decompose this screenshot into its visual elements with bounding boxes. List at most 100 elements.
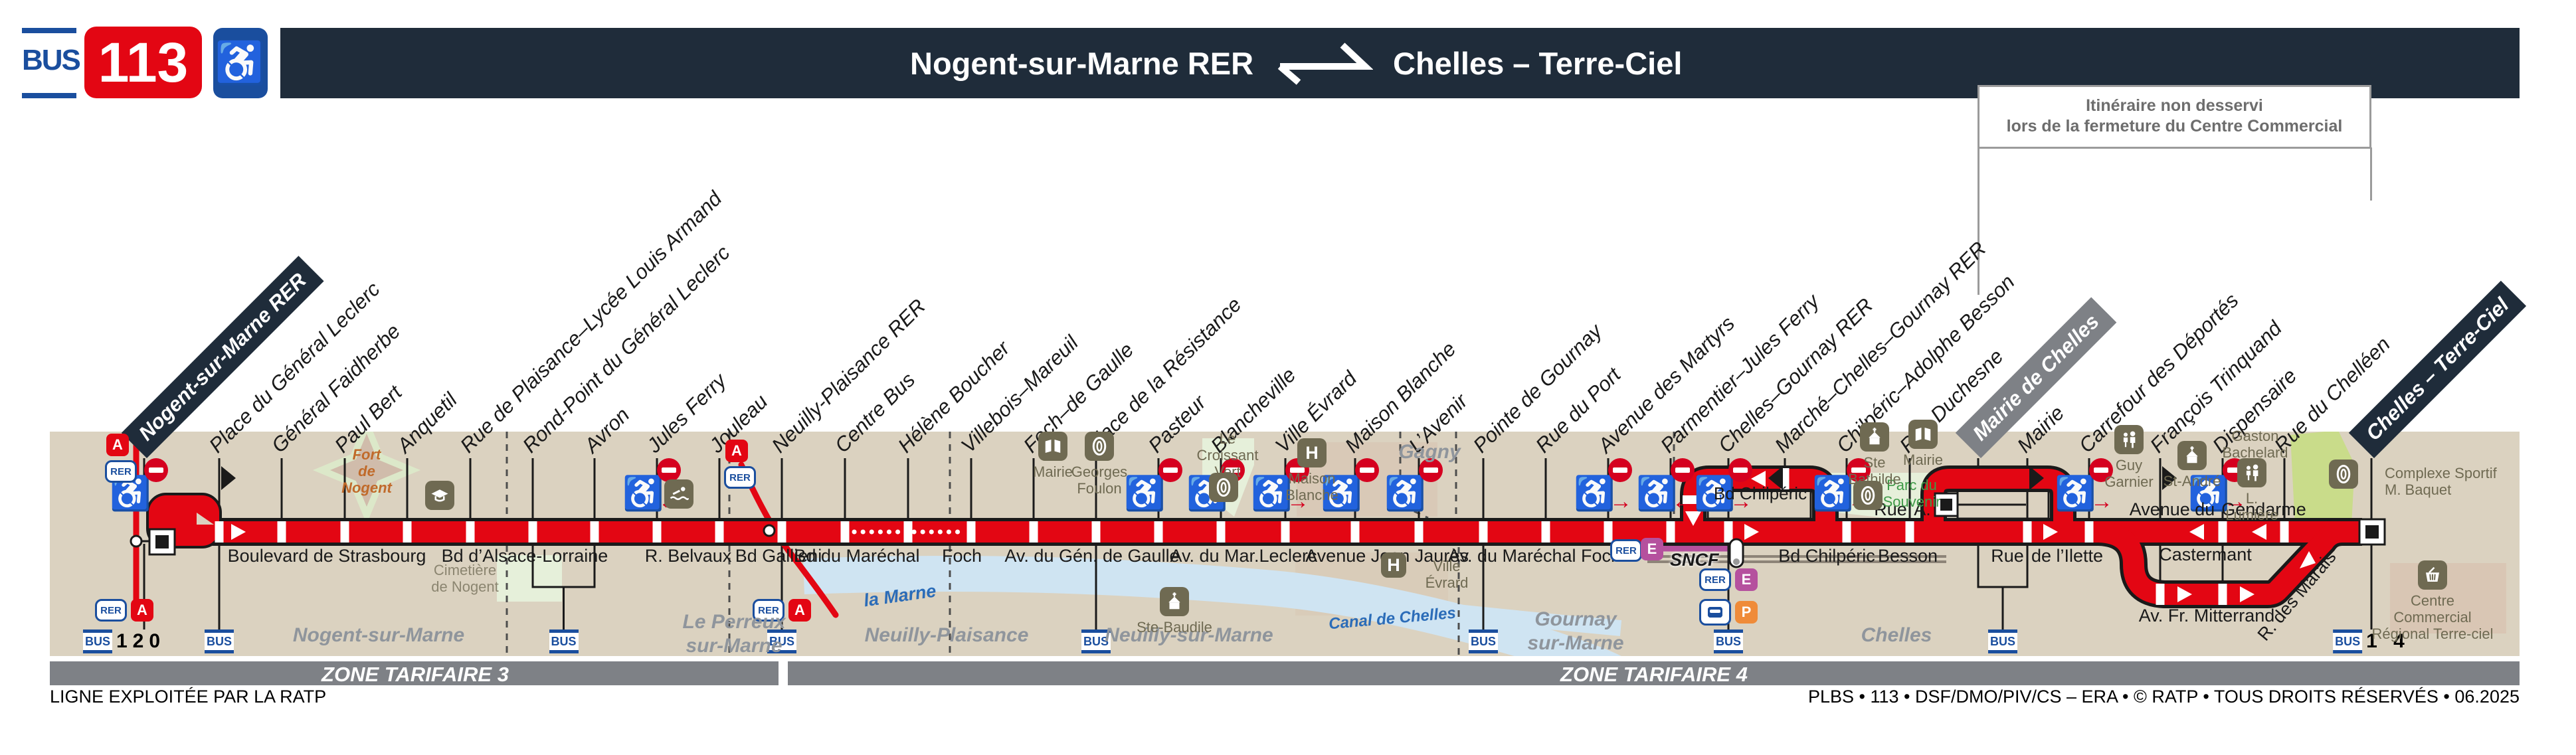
bus-badge: BUS <box>1081 629 1111 653</box>
bus-badge: BUS <box>2333 629 2363 653</box>
bracket-connection <box>531 544 596 629</box>
street-label: Gendarme <box>2221 499 2306 519</box>
area-label: Neuilly-sur-Marne <box>1105 624 1273 646</box>
wheelchair-icon: ♿ <box>1694 475 1736 512</box>
pool-icon <box>664 479 693 509</box>
rer-badge: RER <box>753 599 784 622</box>
street-label: Av. du Mar.Leclerc <box>1170 546 1317 566</box>
stop-tick <box>1350 521 1360 543</box>
note-connector-right <box>2370 147 2372 201</box>
one-way-triangle <box>221 466 236 490</box>
stadium-icon <box>2329 460 2358 489</box>
church-icon <box>1160 587 1189 616</box>
zone-bar-3 <box>50 661 779 685</box>
street-label: de l’Ilette <box>2031 546 2104 566</box>
wheelchair-icon: ♿ <box>1251 475 1293 512</box>
stop-tick <box>2280 521 2289 543</box>
sncf-label: SNCF <box>1670 550 1719 570</box>
street-label: Bd du Maréchal <box>794 546 920 566</box>
area-label: Chelles <box>1861 624 1932 646</box>
route-direction-arrow <box>2300 551 2316 568</box>
stop-tick <box>2218 521 2227 543</box>
no-entry-icon <box>1608 458 1632 482</box>
wheelchair-icon: ♿ <box>213 28 268 98</box>
area-label: Neuilly-Plaisance <box>864 624 1029 646</box>
street-label: Bd Chilpéric <box>1778 546 1875 566</box>
stop-tick <box>1479 521 1488 543</box>
stop-tick <box>1905 521 1914 543</box>
route-diagram <box>50 432 2520 656</box>
stop-tick <box>1281 521 1290 543</box>
direction-arrow-icon: ← <box>1672 489 1695 514</box>
rer-e-badge: E <box>1735 568 1758 591</box>
line-number-badge: 113 <box>84 27 202 98</box>
street-label: Besson <box>1877 546 1938 566</box>
landmark-label: L.Lumière <box>2225 490 2278 523</box>
stop-tick <box>1541 521 1550 543</box>
rer-badge: RER <box>1699 568 1731 591</box>
street-label: Av. du Maréchal Foch <box>1447 546 1621 566</box>
stop-tick <box>590 521 599 543</box>
canal-de-chelles <box>1264 580 1622 636</box>
footer-operator: LIGNE EXPLOITÉE PAR LA RATP <box>50 687 327 707</box>
no-entry-icon <box>2089 458 2113 482</box>
stop-tick <box>1091 521 1101 543</box>
accessibility-cluster: ♿→ <box>1574 458 1643 525</box>
accessibility-cluster: ♿→ <box>2055 458 2124 525</box>
people-icon <box>2114 425 2144 454</box>
footer-credits: PLBS • 113 • DSF/DMO/PIV/CS – ERA • © RA… <box>1807 687 2520 707</box>
stop-tick <box>1666 521 1675 543</box>
rer-a-badge: A <box>106 434 129 456</box>
complexe-sportif-area <box>2290 432 2355 526</box>
stop-tick <box>652 521 662 543</box>
stop-tick <box>1154 521 1163 543</box>
area-label: Le Perreux <box>682 611 786 633</box>
street-label: Castermant <box>2159 545 2252 564</box>
rer-a-badge: A <box>131 599 153 622</box>
no-entry-icon <box>1728 458 1752 482</box>
area-label: Gournay <box>1534 608 1617 630</box>
area-label: sur-Marne <box>1527 632 1624 654</box>
wheelchair-icon: ♿ <box>1384 475 1426 512</box>
street-label: A. <box>1914 499 1931 519</box>
stadium-icon <box>1209 473 1238 502</box>
stop-tick <box>1724 521 1733 543</box>
stop-label: Hélène Boucher <box>893 336 1014 458</box>
accessibility-cluster: ♿→ <box>1694 458 1763 525</box>
rer-badge: RER <box>95 599 127 622</box>
street-label: Av. du Gén. de Gaulle <box>1004 546 1180 566</box>
connection-text: 120 <box>116 630 166 652</box>
logo-top-bar <box>22 28 76 33</box>
rer-a-badge: A <box>788 599 811 622</box>
hospital-icon: H <box>1381 552 1406 578</box>
street-label: Bd d’Alsace-Lorraine <box>441 546 608 566</box>
stop-label: Maison Blanche <box>1340 337 1461 458</box>
zone-3-label: ZONE TARIFAIRE 3 <box>322 663 509 686</box>
bus-logo: BUS <box>22 28 81 98</box>
street-label: Av. Fr. Mitterrand <box>2138 606 2275 626</box>
train-badge <box>1699 599 1731 626</box>
one-way-triangle <box>2029 466 2044 490</box>
wheelchair-icon: ♿ <box>1636 475 1678 512</box>
church-icon <box>2177 441 2207 470</box>
rer-a-line-badges: RER <box>724 466 756 489</box>
stop-tick <box>340 521 349 543</box>
street-label: Bd Gallieni <box>735 546 822 566</box>
bus-badge: BUS <box>1988 629 2017 653</box>
area-label: Nogent-sur-Marne <box>292 624 465 646</box>
rail-badge: E <box>1641 538 1663 560</box>
accessibility-cluster: ♿ <box>1124 458 1193 525</box>
stop-tick <box>715 521 724 543</box>
rer-a-line-badges: A <box>725 440 748 462</box>
street-label: Foch <box>941 546 982 566</box>
stop-tick <box>2218 584 2227 605</box>
direction-arrow-icon: → <box>2090 489 2113 514</box>
stop-tick <box>277 521 286 543</box>
